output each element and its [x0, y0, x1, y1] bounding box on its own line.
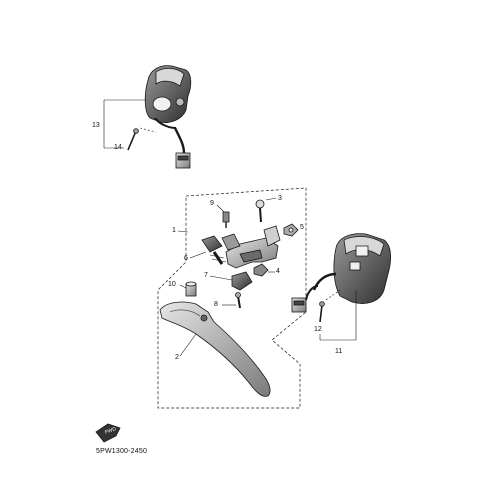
screw-14: [127, 128, 139, 151]
leader-10: [179, 284, 187, 289]
leader-lines-13-14: [103, 99, 157, 149]
leader-3: [265, 197, 277, 201]
callout-11: 11: [335, 348, 343, 355]
callout-4: 4: [276, 268, 280, 275]
leader-2: [179, 333, 197, 357]
nut-4: [253, 263, 269, 277]
screw-9: [222, 211, 230, 228]
callout-3: 3: [278, 195, 282, 202]
clutch-lever-2: [159, 301, 271, 397]
leader-7: [209, 275, 233, 281]
callout-2: 2: [175, 354, 179, 361]
callout-14: 14: [114, 144, 122, 151]
callout-6: 6: [184, 255, 188, 262]
bolt-3: [255, 199, 265, 223]
switch-connector-right: [291, 285, 319, 313]
nut-5: [283, 223, 299, 237]
left-handlebar-switch: [144, 65, 192, 154]
right-handlebar-switch: [312, 233, 392, 304]
front-arrow-icon: [95, 423, 121, 443]
callout-1: 1: [172, 227, 176, 234]
switch-connector: [175, 152, 191, 169]
leader-5: [295, 227, 299, 231]
lever-holder: [221, 225, 281, 269]
callout-12: 12: [314, 326, 322, 333]
screw-8: [235, 292, 241, 309]
diagram-code: 5PW1300-2450: [96, 448, 148, 455]
callout-5: 5: [300, 224, 304, 231]
leader-9: [216, 204, 225, 213]
assembly-boundary-1: [157, 187, 307, 409]
adjuster-6: [201, 235, 227, 265]
leader-lines-11-12: [319, 289, 357, 341]
callout-7: 7: [204, 272, 208, 279]
callout-10: 10: [168, 281, 176, 288]
leader-6: [189, 251, 207, 259]
leader-1: [177, 230, 189, 233]
callout-8: 8: [214, 301, 218, 308]
collar-10: [185, 281, 197, 297]
callout-13: 13: [92, 122, 100, 129]
switch-7: [231, 271, 253, 291]
screw-12: [319, 301, 325, 323]
callout-9: 9: [210, 200, 214, 207]
